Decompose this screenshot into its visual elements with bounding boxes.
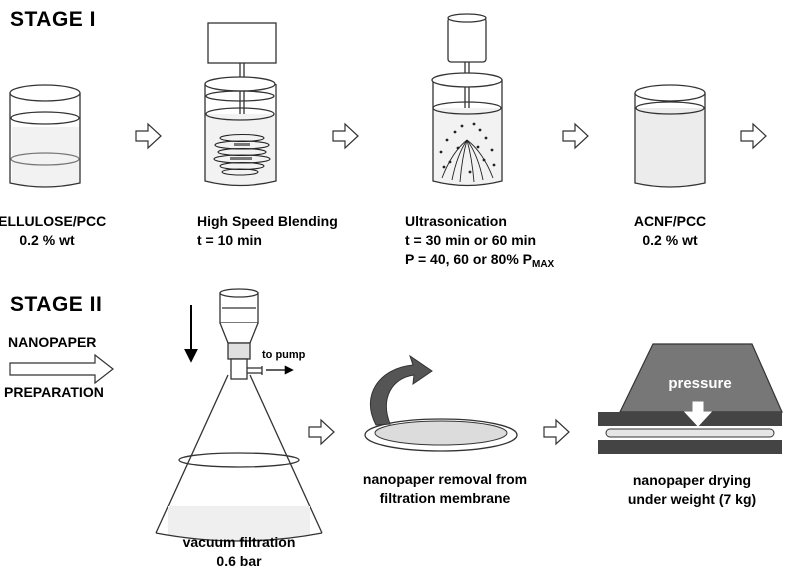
step-1-label: CELLULOSE/PCC 0.2 % wt — [0, 212, 106, 250]
to-pump-label: to pump — [262, 349, 306, 361]
nanopaper-label: NANOPAPER — [8, 334, 97, 350]
filtration-line1: vacuum filtration — [182, 534, 296, 550]
step-4-label: ACNF/PCC 0.2 % wt — [628, 212, 712, 250]
step-1-line1: CELLULOSE/PCC — [0, 213, 107, 229]
step-2-line2: t = 10 min — [197, 232, 262, 248]
pressure-arrow-icon — [683, 401, 713, 427]
stage-1-title: STAGE I — [10, 8, 96, 31]
preparation-label: PREPARATION — [4, 384, 104, 400]
vacuum-flask-icon — [155, 288, 323, 542]
arrow-right-icon — [308, 418, 335, 446]
pressure-label: pressure — [668, 375, 732, 392]
arrow-right-icon — [543, 418, 570, 446]
arrow-right-icon — [9, 353, 114, 385]
ultrasonicator-icon — [431, 13, 503, 187]
arrow-right-icon — [332, 122, 359, 150]
removal-line2: filtration membrane — [379, 490, 511, 506]
arrow-right-icon — [562, 122, 589, 150]
blender-icon — [204, 22, 277, 187]
filtration-label: vacuum filtration 0.6 bar — [149, 533, 329, 571]
press-icon — [598, 343, 783, 454]
removal-line1: nanopaper removal from — [362, 471, 528, 487]
step-4-line1: ACNF/PCC — [633, 213, 707, 229]
step-3-line3-text: P = 40, 60 or 80% P — [405, 251, 532, 267]
stage-2-title: STAGE II — [10, 293, 103, 316]
step-3-line1: Ultrasonication — [405, 213, 507, 229]
arrow-right-icon — [135, 122, 162, 150]
beaker-acnf-icon — [634, 84, 706, 188]
drying-label: nanopaper drying under weight (7 kg) — [606, 471, 778, 509]
step-3-line3-subscript: MAX — [532, 259, 555, 270]
drying-line1: nanopaper drying — [632, 472, 752, 488]
nanopaper-removal-icon — [364, 354, 518, 452]
arrow-right-icon — [740, 122, 767, 150]
drying-line2: under weight (7 kg) — [627, 491, 757, 507]
step-2-label: High Speed Blending t = 10 min — [197, 212, 338, 250]
step-3-label: Ultrasonication t = 30 min or 60 min P =… — [405, 212, 554, 274]
step-3-line2: t = 30 min or 60 min — [405, 232, 537, 248]
step-1-line2: 0.2 % wt — [19, 232, 75, 248]
step-4-line2: 0.2 % wt — [642, 232, 698, 248]
step-3-line3: P = 40, 60 or 80% PMAX — [405, 250, 554, 274]
removal-label: nanopaper removal from filtration membra… — [345, 470, 545, 508]
filtration-line2: 0.6 bar — [216, 553, 262, 569]
step-2-line1: High Speed Blending — [197, 213, 338, 229]
beaker-cellulose-icon — [9, 84, 81, 188]
